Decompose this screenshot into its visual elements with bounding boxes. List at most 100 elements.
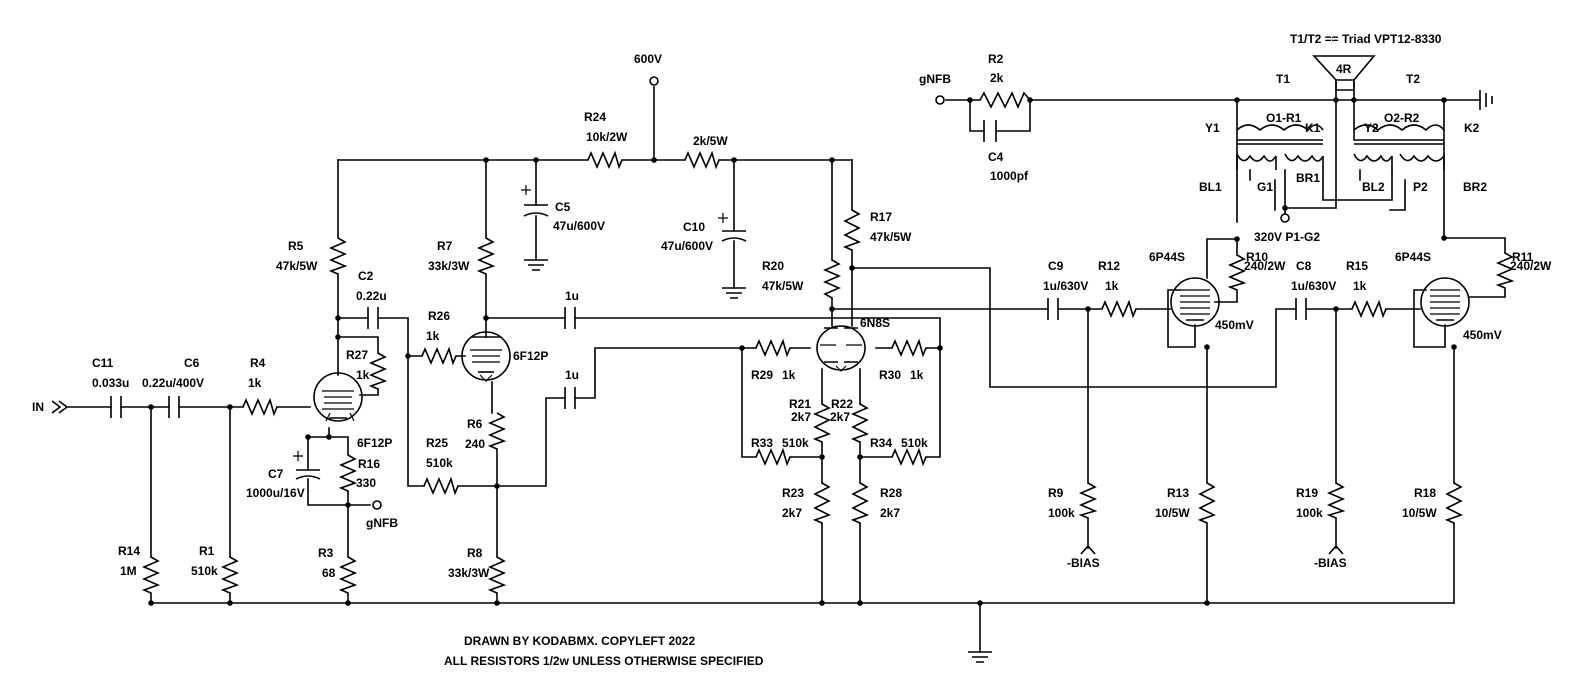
resistor-r17 (842, 209, 862, 251)
output-transformer (1236, 124, 1445, 170)
ground-symbols (524, 90, 1493, 663)
capacitor-c1u-a (564, 307, 576, 329)
r10-value: 240/2W (1244, 259, 1286, 273)
r29-ref: R29 (751, 368, 773, 382)
c6-value: 0.22u/400V (142, 376, 204, 390)
r21-value: 2k7 (791, 410, 811, 424)
resistor-r20 (822, 259, 842, 299)
tubes (313, 277, 1470, 422)
r5-value: 47k/5W (276, 259, 318, 273)
r25-ref: R25 (426, 436, 448, 450)
resistor-r27 (368, 352, 388, 390)
terminal-p1g2 (1280, 213, 1290, 223)
r6-ref: R6 (467, 417, 483, 431)
c10-ref: C10 (683, 220, 705, 234)
resistor-r26 (421, 346, 457, 366)
resistors (141, 91, 1515, 594)
r14-value: 1M (120, 564, 137, 578)
resistor-r10 (1227, 254, 1247, 291)
c2-ref: C2 (358, 269, 374, 283)
capacitors (110, 120, 1307, 480)
resistor-r7 (476, 237, 496, 275)
r4-value: 1k (248, 376, 262, 390)
terminal-600v (649, 76, 659, 86)
capacitor-c9 (1047, 298, 1059, 320)
ground-icon (524, 259, 548, 271)
net-labels: IN 600V gNFB gNFB -BIAS -BIAS 320V P1-G2… (32, 52, 1502, 570)
net-p1g2-label: 320V P1-G2 (1254, 230, 1320, 244)
p2-label: P2 (1413, 180, 1428, 194)
y2-label: Y2 (1364, 121, 1379, 135)
wires (67, 79, 1506, 653)
r18-ref: R18 (1414, 486, 1436, 500)
r24-ref: R24 (584, 110, 606, 124)
r6-value: 240 (465, 437, 485, 451)
r21-ref: R21 (789, 397, 811, 411)
r14-ref: R14 (118, 544, 140, 558)
r8-ref: R8 (467, 546, 483, 560)
tube-labels: 6F12P 6F12P 6N8S 6P44S 6P44S (357, 250, 1431, 450)
bl1-label: BL1 (1199, 180, 1222, 194)
r15-ref: R15 (1346, 259, 1368, 273)
r16-ref: R16 (358, 457, 380, 471)
c5-value: 47u/600V (553, 219, 605, 233)
r34-ref: R34 (870, 436, 892, 450)
c8-ref: C8 (1296, 259, 1312, 273)
br1-label: BR1 (1296, 171, 1320, 185)
r15-value: 1k (1353, 279, 1367, 293)
r7-ref: R7 (437, 239, 453, 253)
c9-ref: C9 (1048, 259, 1064, 273)
r2-ref: R2 (988, 52, 1004, 66)
terminal-gnfb-top (935, 95, 945, 105)
ground-icon (722, 287, 746, 299)
c7-ref: C7 (268, 467, 284, 481)
r27-value: 1k (356, 368, 370, 382)
r3-value: 68 (322, 566, 336, 580)
net-600v-label: 600V (634, 52, 662, 66)
resistor-r1 (220, 556, 240, 594)
r1-value: 510k (191, 564, 218, 578)
r12-value: 1k (1105, 279, 1119, 293)
t2-label: T2 (1406, 72, 1420, 86)
r22-value: 2k7 (830, 410, 850, 424)
cathode-voltage-2: 450mV (1463, 328, 1502, 342)
resistor-r13 (1197, 482, 1217, 524)
t1-label: T1 (1276, 72, 1290, 86)
terminal-gnfb-bottom (372, 500, 382, 510)
r13-value: 10/5W (1155, 506, 1190, 520)
capacitor-c7 (293, 451, 321, 480)
net-bias-2-label: -BIAS (1314, 556, 1347, 570)
bias-arrow-icon (1328, 544, 1344, 555)
resistor-r25 (423, 476, 459, 496)
resistor-r4 (242, 397, 278, 417)
resistor-r19 (1326, 482, 1346, 519)
resistor-r2 (979, 91, 1031, 110)
k2-label: K2 (1464, 121, 1480, 135)
bl2-label: BL2 (1362, 180, 1385, 194)
r20-ref: R20 (762, 259, 784, 273)
input-arrow-icon (51, 400, 69, 414)
c1u-b-value: 1u (565, 368, 579, 382)
r23-ref: R23 (782, 486, 804, 500)
ground-icon (968, 651, 992, 663)
r18-value: 10/5W (1402, 506, 1437, 520)
r27-ref: R27 (346, 348, 368, 362)
net-in-label: IN (32, 400, 44, 414)
c9-value: 1u/630V (1043, 279, 1088, 293)
tube-v5 (1420, 277, 1470, 327)
component-labels: C11 0.033u C6 0.22u/400V R4 1k R14 1M R1… (92, 52, 1552, 580)
capacitor-c11 (110, 396, 122, 418)
net-gnfb-top-label: gNFB (919, 72, 951, 86)
transformer-labels: T1/T2 == Triad VPT12-8330 4R T1 T2 Y1 Y2… (1199, 32, 1487, 194)
capacitor-c1u-b (564, 387, 576, 409)
capacitor-c8 (1295, 298, 1307, 320)
capacitor-c6 (168, 396, 180, 418)
transformer-note: T1/T2 == Triad VPT12-8330 (1290, 32, 1442, 46)
resistor-r11 (1495, 252, 1515, 289)
r17-ref: R17 (870, 210, 892, 224)
resistor-r28 (850, 482, 870, 524)
tube-v3-label: 6N8S (860, 316, 890, 330)
g1-label: G1 (1257, 180, 1273, 194)
net-gnfb-bottom-label: gNFB (366, 516, 398, 530)
k1-label: K1 (1305, 121, 1321, 135)
